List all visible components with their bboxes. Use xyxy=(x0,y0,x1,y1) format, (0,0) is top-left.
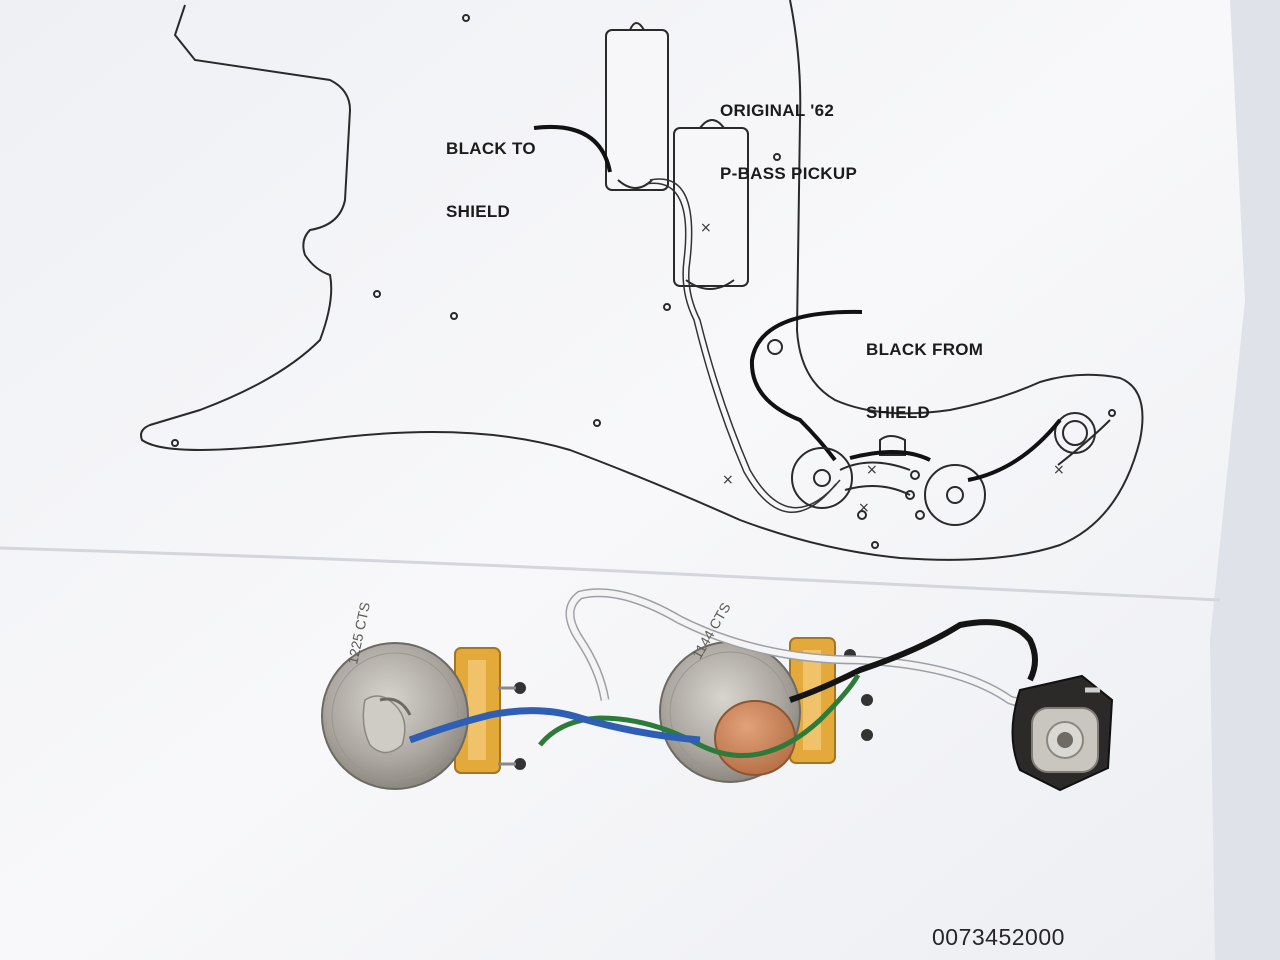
diagram-controls xyxy=(791,412,1111,526)
svg-text:×: × xyxy=(866,462,878,478)
pickup-drawing xyxy=(605,22,749,290)
capacitor xyxy=(714,700,796,776)
diagram-white-pickup-wire xyxy=(649,178,841,509)
svg-text:×: × xyxy=(700,220,712,236)
black-wire xyxy=(789,619,1038,703)
pot-1 xyxy=(321,642,526,790)
blue-wire xyxy=(408,707,701,744)
svg-text:×: × xyxy=(1053,462,1065,478)
diagram-black-from-shield-wire xyxy=(749,309,863,462)
label-original-pickup: ORIGINAL '62 P-BASS PICKUP xyxy=(720,101,858,183)
diagram-black-to-shield-wire xyxy=(533,125,612,173)
output-jack xyxy=(1011,674,1114,792)
paper-sheet xyxy=(0,0,1245,960)
label-black-to-shield: BLACK TO SHIELD xyxy=(446,139,536,221)
pickguard-outline xyxy=(140,0,1144,561)
svg-text:×: × xyxy=(858,500,870,516)
svg-text:×: × xyxy=(722,472,734,488)
part-number: 0073452000 xyxy=(932,924,1065,950)
label-black-from-shield: BLACK FROM SHIELD xyxy=(866,340,984,422)
paper-fold xyxy=(0,546,1221,602)
